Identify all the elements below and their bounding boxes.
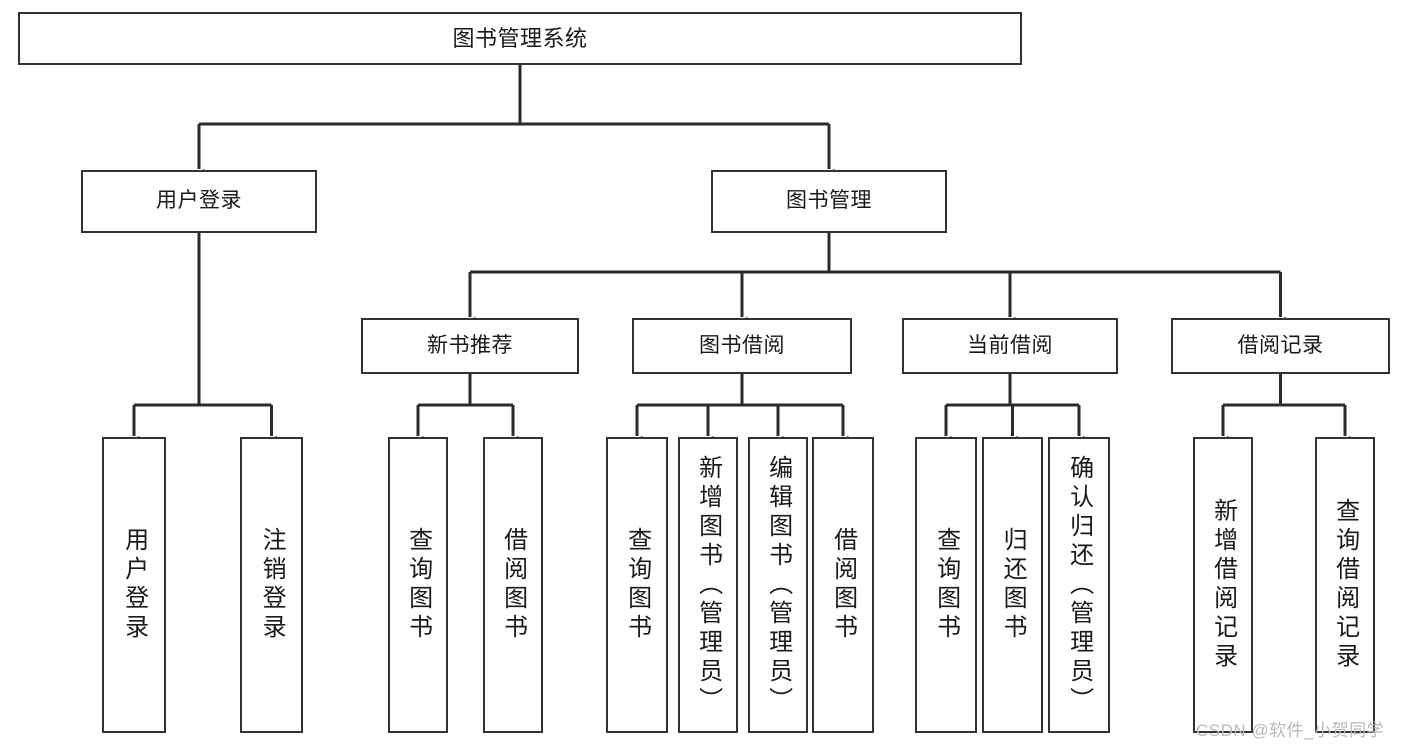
node-leaf-query-book-recommend[interactable]: 查询图书 [388,437,448,733]
node-leaf-borrow-book-recommend[interactable]: 借阅图书 [483,437,543,733]
node-borrow-record[interactable]: 借阅记录 [1171,318,1390,374]
watermark: CSDN @软件_小贺同学 [1196,721,1385,740]
node-label: 归还图书 [999,527,1027,643]
node-current-borrow[interactable]: 当前借阅 [902,318,1118,374]
node-label: 注销登录 [258,527,286,643]
node-label: 用户登录 [120,527,148,643]
node-label: 图书借阅 [699,333,785,357]
node-leaf-query-book-borrow[interactable]: 查询图书 [606,437,668,733]
node-leaf-query-book-current[interactable]: 查询图书 [915,437,977,733]
node-leaf-add-borrow-record[interactable]: 新增借阅记录 [1193,437,1253,733]
node-leaf-query-borrow-record[interactable]: 查询借阅记录 [1315,437,1375,733]
node-new-book-recommend[interactable]: 新书推荐 [361,318,579,374]
node-label: 新增借阅记录 [1209,498,1237,672]
node-label: 新增图书（管理员） [694,454,722,716]
node-book-borrow[interactable]: 图书借阅 [632,318,852,374]
node-leaf-user-login[interactable]: 用户登录 [102,437,166,733]
node-label: 查询图书 [932,527,960,643]
node-label: 确认归还（管理员） [1065,454,1093,716]
node-user-login[interactable]: 用户登录 [81,170,317,233]
node-label: 当前借阅 [967,333,1053,357]
node-leaf-add-book[interactable]: 新增图书（管理员） [678,437,738,733]
node-book-management[interactable]: 图书管理 [711,170,947,233]
node-label: 借阅记录 [1237,333,1324,357]
node-label: 查询图书 [623,527,651,643]
node-label: 图书管理系统 [452,25,588,51]
node-label: 编辑图书（管理员） [764,454,792,716]
node-label: 查询图书 [404,527,432,643]
node-label: 查询借阅记录 [1331,498,1359,672]
node-root[interactable]: 图书管理系统 [18,12,1022,65]
node-label: 借阅图书 [499,527,527,643]
node-label: 新书推荐 [427,333,513,357]
node-leaf-borrow-book[interactable]: 借阅图书 [812,437,874,733]
node-leaf-edit-book[interactable]: 编辑图书（管理员） [748,437,808,733]
node-leaf-confirm-return[interactable]: 确认归还（管理员） [1048,437,1110,733]
node-leaf-user-logout[interactable]: 注销登录 [240,437,303,733]
node-leaf-return-book[interactable]: 归还图书 [982,437,1043,733]
node-label: 借阅图书 [829,527,857,643]
node-label: 图书管理 [786,189,872,213]
node-label: 用户登录 [156,189,242,213]
